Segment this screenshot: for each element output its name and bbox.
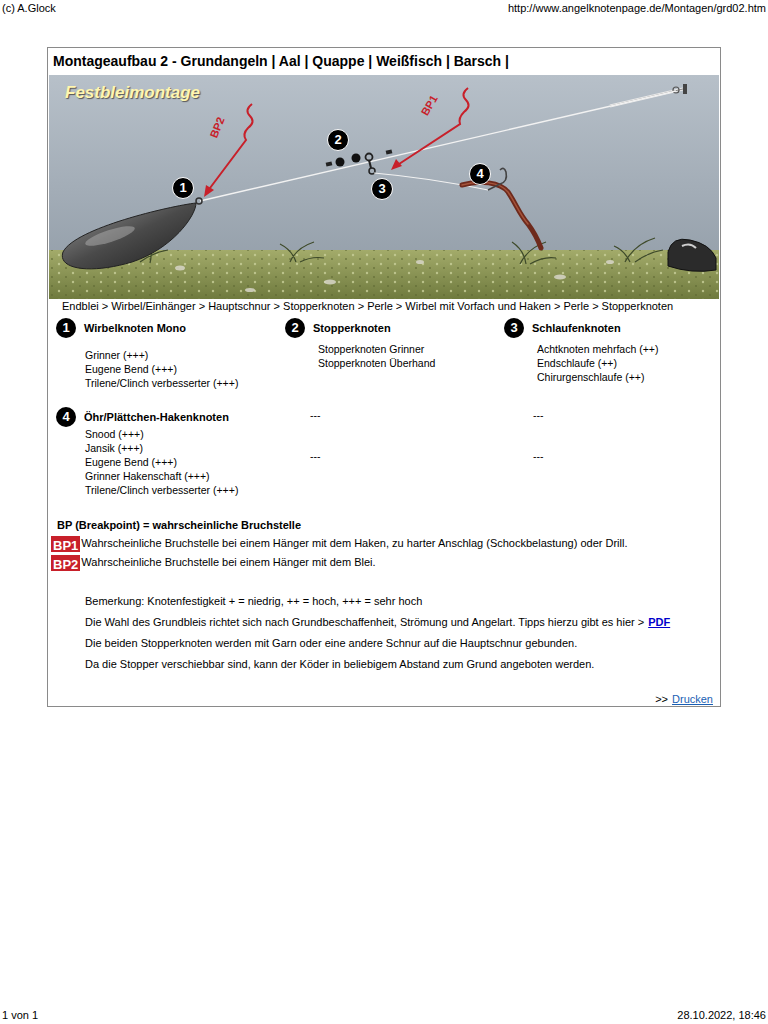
page-frame xyxy=(48,48,721,707)
ground-strip xyxy=(49,250,719,299)
callout-number: 2 xyxy=(327,129,349,151)
bead xyxy=(336,158,345,167)
note-text: Die Wahl des Grundbleis richtet sich nac… xyxy=(85,616,644,629)
rock xyxy=(668,239,716,271)
worm-bait xyxy=(462,182,541,248)
knot-item: Jansik (+++) xyxy=(85,442,143,455)
picture-background xyxy=(49,75,719,299)
knot-item: Grinner Hakenschaft (+++) xyxy=(85,470,210,483)
breakpoint-arrow xyxy=(207,104,253,192)
callout-number: 4Öhr/Plättchen-Hakenknoten xyxy=(56,407,76,427)
stopper-knot xyxy=(326,161,333,166)
knot-item: Trilene/Clinch verbesserter (+++) xyxy=(85,484,238,497)
knot-item: Achtknoten mehrfach (++) xyxy=(537,343,658,356)
section-heading: Schlaufenknoten xyxy=(532,321,621,335)
note-text: Die beiden Stopperknoten werden mit Garn… xyxy=(85,637,577,650)
section-heading: Stopperknoten xyxy=(313,321,391,335)
callout-digit: 3 xyxy=(372,179,392,199)
section-heading: Wirbelknoten Mono xyxy=(84,321,186,335)
footer-date: 28.10.2022, 18:46 xyxy=(677,1009,766,1022)
breakpoint-arrow xyxy=(396,88,469,166)
breakpoint-heading: BP (Breakpoint) = wahrscheinliche Bruchs… xyxy=(57,519,301,532)
pdf-link: PDF xyxy=(648,616,670,629)
breakpoint-badge: BP1 xyxy=(51,536,80,552)
picture-title: Festbleimontage xyxy=(65,83,200,103)
badge-text: BP2 xyxy=(53,557,78,573)
knot-item: Endschlaufe (++) xyxy=(537,357,617,370)
callout-number: 4 xyxy=(469,163,491,185)
breakpoint-badge: BP2 xyxy=(51,555,80,571)
header-url: http://www.angelknotenpage.de/Montagen/g… xyxy=(508,2,766,15)
empty-cell: --- xyxy=(533,450,544,463)
knot-item: Snood (+++) xyxy=(85,428,144,441)
print-prefix: >> xyxy=(655,693,668,706)
bead xyxy=(352,154,361,163)
empty-cell: --- xyxy=(533,409,544,422)
callout-number: 3 xyxy=(371,178,393,200)
callout-digit: 3 xyxy=(504,318,524,338)
callout-number: 3Schlaufenknoten xyxy=(504,318,524,338)
stopper-knot xyxy=(386,149,393,154)
callout-number: 1Wirbelknoten Mono xyxy=(56,318,76,338)
knot-item: Chirurgenschlaufe (++) xyxy=(537,371,644,384)
empty-cell: --- xyxy=(310,450,321,463)
assembly-order: Endblei > Wirbel/Einhänger > Hauptschnur… xyxy=(62,300,673,313)
callout-digit: 4 xyxy=(470,164,490,184)
callout-digit: 4 xyxy=(56,407,76,427)
footer-page: 1 von 1 xyxy=(2,1009,38,1022)
knot-item: Eugene Bend (+++) xyxy=(85,363,177,376)
callout-number: 1 xyxy=(172,177,194,199)
section-heading: Öhr/Plättchen-Hakenknoten xyxy=(84,410,229,424)
lead-weight xyxy=(62,203,196,269)
knot-item: Grinner (+++) xyxy=(85,349,148,362)
pebbles xyxy=(175,260,614,292)
knot-item: Trilene/Clinch verbesserter (+++) xyxy=(85,377,238,390)
page-title: Montageaufbau 2 - Grundangeln | Aal | Qu… xyxy=(53,53,509,70)
sliding-swivel xyxy=(366,154,373,161)
knot-item: Eugene Bend (+++) xyxy=(85,456,177,469)
knot-item: Stopperknoten Grinner xyxy=(318,343,424,356)
knot-item: Stopperknoten Überhand xyxy=(318,357,435,370)
main-line xyxy=(200,91,676,201)
water-weeds xyxy=(130,235,663,264)
print-link: Drucken xyxy=(672,693,713,706)
callout-digit: 2 xyxy=(328,130,348,150)
badge-text: BP1 xyxy=(53,538,78,554)
breakpoint-tag: BP2 xyxy=(208,116,228,141)
callout-number: 2Stopperknoten xyxy=(285,318,305,338)
lead-swivel xyxy=(196,198,202,204)
note-text: Bemerkung: Knotenfestigkeit + = niedrig,… xyxy=(85,595,422,608)
header-text: (c) A.Glock xyxy=(2,2,56,15)
note-text: Da die Stopper verschiebbar sind, kann d… xyxy=(85,658,594,671)
callout-digit: 2 xyxy=(285,318,305,338)
empty-cell: --- xyxy=(310,409,321,422)
callout-digit: 1 xyxy=(173,178,193,198)
breakpoint-text: Wahrscheinliche Bruchstelle bei einem Hä… xyxy=(81,537,627,550)
breakpoint-text: Wahrscheinliche Bruchstelle bei einem Hä… xyxy=(81,556,375,569)
callout-digit: 1 xyxy=(56,318,76,338)
breakpoint-tag: BP1 xyxy=(419,93,441,118)
